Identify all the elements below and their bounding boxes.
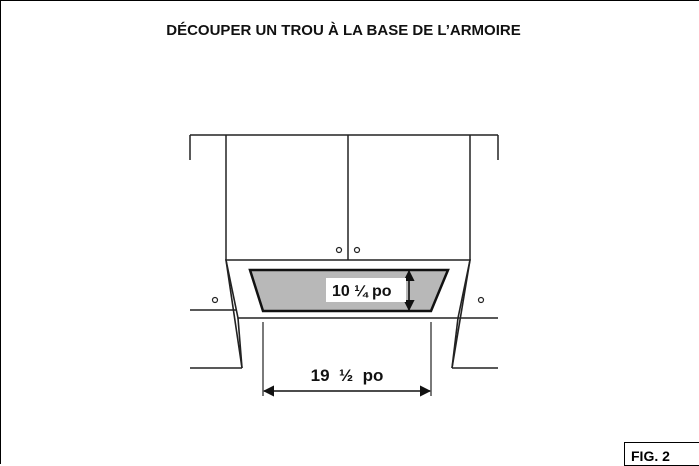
base-right-inner <box>451 317 459 369</box>
upper-cabinet <box>190 134 498 260</box>
door-knobs <box>211 246 485 304</box>
base-right-edge <box>451 259 471 369</box>
width-dimension-label: 19 ½ po <box>311 366 384 385</box>
page-title: DÉCOUPER UN TROU À LA BASE DE L’ARMOIRE <box>166 22 521 39</box>
door-knob-left <box>335 246 343 254</box>
base-left-edge <box>225 259 243 369</box>
side-cabinet-knob-left <box>211 296 219 304</box>
door-knob-right <box>353 246 361 254</box>
height-dimension-label: 10 ¼ po <box>332 283 392 300</box>
base-left-inner <box>237 317 243 369</box>
side-cabinets <box>189 135 499 369</box>
side-cabinet-knob-right <box>477 296 485 304</box>
height-label-box <box>326 278 406 302</box>
figure-label: FIG. 2 <box>624 442 699 466</box>
